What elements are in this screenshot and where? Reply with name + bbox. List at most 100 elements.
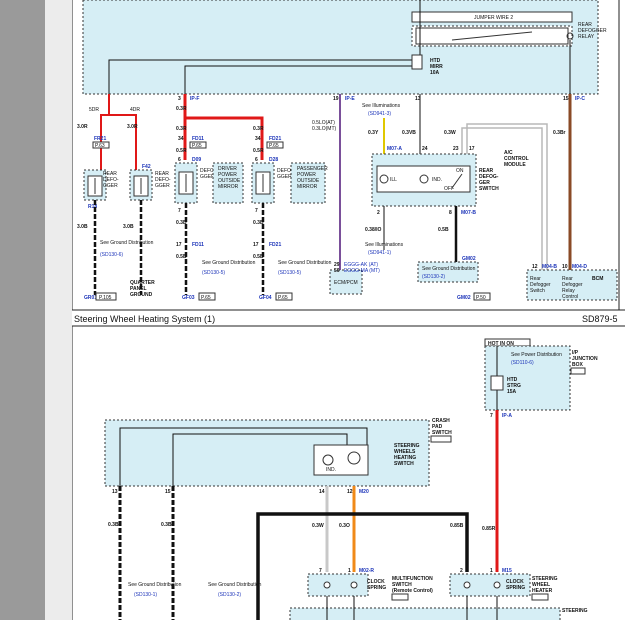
page-margin [45,0,72,620]
pin-7-mf: 7 [319,568,322,574]
pin-34-a: 34 [178,136,184,142]
multifunction-label: MULTIFUNCTION SWITCH (Remote Control) [392,576,434,594]
rear-defogger-label-b: REAR DEFO- GGER [155,171,172,189]
rear-defogger-switch-lbl: Rear Defogger Switch [530,276,552,294]
pin-6-a: 6 [178,157,181,163]
m15-label: M15 [502,568,512,574]
m20-label: M20 [359,489,369,495]
ip-e-label: IP-E [345,96,355,102]
sd130-5: (SD130-5) [202,270,225,276]
ip-junction-label: I/P JUNCTION BOX [572,350,599,368]
defogger-label-a: DEFO- GGER [200,168,217,180]
pin-29: 29 [334,262,340,268]
rear-defogger-label-a: REAR DEFO- GGER [103,171,120,189]
steering-wheel-heater-clock [449,573,531,597]
f42-label: F42 [142,164,151,170]
pin-23: 23 [453,146,459,152]
steering-bottom-label: STEERING [562,608,588,614]
fd11-label: FD11 [192,136,204,142]
m04-label: M04-D [572,264,587,270]
egggak-label: EGGG-AK (AT) [344,262,378,268]
branch-5dr: 5DR [89,107,99,113]
wire-label-03r: 0.3R [176,106,187,112]
ill-label: ILL [390,177,397,183]
pin-8: 8 [449,210,452,216]
m07a-label: M07-A [387,146,402,152]
pin-3: 3 [178,96,181,102]
sd110-6: (SD110-6) [511,360,534,366]
rear-defogger-relay-label: REAR DEFOGGER RELAY [578,22,608,40]
hot-in-on: HOT IN ON [488,341,514,347]
see-ground-c: See Ground Distribution [278,260,332,266]
p105-label: P.105 [99,295,112,301]
steering-wheel-icon [347,451,361,465]
wire-label-30r-b: 3.0R [127,124,138,130]
ip-f-label: IP-F [190,96,199,102]
pin-17-c: 17 [469,146,475,152]
m07b-label: M07-B [461,210,476,216]
m02r-label: M02-R [359,568,374,574]
sd130-2-s2: (SD130-2) [218,592,241,598]
wire-label-30b-2: 3.0B [123,224,134,230]
wire-label-05r-2: 0.5R [253,148,264,154]
sd130-5-b: (SD130-5) [278,270,301,276]
passenger-mirror-label: PASSENGER POWER OUTSIDE MIRROR [297,166,329,190]
pin-2-s2: 2 [460,568,463,574]
gf04-label: GF04 [259,295,272,301]
bcm-label: BCM [592,276,603,282]
fd21-label: FD21 [269,136,281,142]
ecm-pcm-box [329,269,363,295]
ac-control-label: A/C CONTROL MODULE [504,150,530,168]
sd941-3: (SD941-3) [368,111,391,117]
pin-7-a: 7 [178,208,181,214]
wire-label-038-io: 0.38/IO [365,227,382,233]
wire-label-05b-b: 0.5B [253,254,264,260]
wire-label-03r-2: 0.3R [176,126,187,132]
pin-7-b: 7 [255,208,258,214]
see-ground-b: See Ground Distribution [202,260,256,266]
wiring-diagram-page: JUMPER WIRE 2 REAR DEFOGGER RELAY HTD MI… [72,0,625,620]
d09-label: D09 [192,157,201,163]
jumper-wire-label: JUMPER WIRE 2 [474,15,513,21]
wire-label-03b-s2b: 0.3B [161,522,172,528]
window-gutter [0,0,45,620]
ground-dist-box [417,261,479,283]
clock-spring-label-a: CLOCK SPRING [367,579,386,591]
pin-1-s2: 1 [490,568,493,574]
quarter-panel-ground: QUARTER PANEL GROUND [130,280,156,298]
pin-14-s2: 14 [319,489,325,495]
fd21-label-b: FD21 [269,242,281,248]
steering-wheel-heater-label: STEERING WHEEL HEATER [532,576,559,594]
sd941-1: (SD941-1) [368,250,391,256]
fd11-label-b: FD11 [192,242,204,248]
pin-12-s2: 12 [347,489,353,495]
pin-34-b: 34 [255,136,261,142]
crash-pad-switch [104,419,430,487]
pin-19: 19 [333,96,339,102]
pin-13-s2: 13 [112,489,118,495]
wire-label-30b: 3.0B [77,224,88,230]
section-code: SD879-5 [582,314,618,324]
branch-4dr: 4DR [130,107,140,113]
gm02-label: GM02 [462,256,476,262]
wire-label-03r-3: 0.3R [253,126,264,132]
htd-strg-fuse: HTD STRG 15A [507,377,522,395]
wire-label-03br: 0.3Br [553,130,566,136]
wire-label-03vb: 0.3VB [402,130,416,136]
p65-label-4: P.65 [278,295,288,301]
wire-label-085b: 0.85B [450,523,464,529]
see-ground-s2b: See Ground Distribution [208,582,262,588]
d28-label: D28 [269,157,278,163]
m04b-label: M04-B [542,264,557,270]
gm02-label-b: GM02 [457,295,471,301]
wire-label-03b-s2a: 0.3B [108,522,119,528]
p63-label: P.63 [95,143,105,149]
rear-defog-switch-label: REAR DEFOG- GER SWITCH [479,168,500,192]
p65-label-3: P.65 [201,295,211,301]
wire-label-05b-a: 0.5B [176,254,187,260]
wire-label-03lo-mt: 0.3LO(MT) [312,126,337,132]
p65-label-2: P.65 [269,143,279,149]
egggma-label: EGGG-MA (MT) [344,268,380,274]
wire-label-03w-s2: 0.3W [312,523,324,529]
steering-switch-label: STEERING WHEELS HEATING SWITCH [394,443,421,467]
